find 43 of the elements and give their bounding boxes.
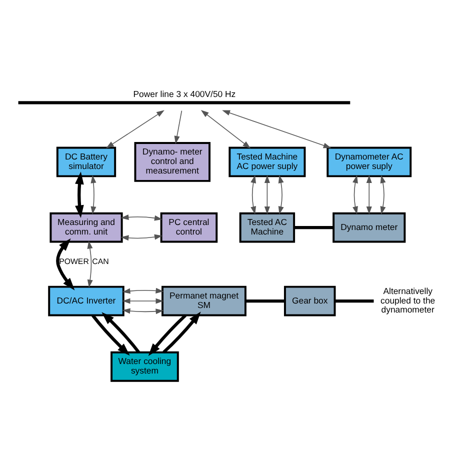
arrow [102,312,140,354]
node-box: Dynamometer AC power suply [326,146,412,178]
node-box: Dynamo- meter control and measurement [134,142,210,182]
edge-label: CAN [92,256,109,266]
arrow [120,234,162,241]
arrow [200,110,251,148]
arrow [106,110,164,148]
arrow [87,240,93,288]
arrow [162,312,201,354]
node-box: Measuring and comm. unit [50,212,123,243]
node-box: Water cooling system [110,351,179,382]
node-box: Permanet magnet SM [162,286,246,316]
node-box: DC Battery simulator [56,146,116,178]
arrow [380,175,386,214]
arrow [264,175,270,214]
node-box: Tested AC Machine [239,212,296,243]
connector [335,299,374,303]
node-box: Tested Machine AC power suply [228,146,306,178]
arrow [222,110,332,148]
node-box: Dynamo meter [332,212,406,243]
arrow [120,214,162,221]
arrow [250,175,256,214]
connector [246,299,285,303]
arrow [91,314,130,356]
arrow [366,175,372,214]
arrow [75,172,84,218]
connector [294,226,334,230]
arrow [278,175,284,214]
arrow [122,308,164,314]
node-box [18,101,350,104]
node-box: PC central control [160,212,218,243]
arrow [56,238,75,290]
node-box: Gear box [284,286,336,316]
arrow [174,110,182,144]
node-label: Power line 3 x 400V/50 Hz [133,89,236,100]
edge-label: POWER [59,256,89,266]
node-box: DC/AC Inverter [48,286,124,316]
arrow [148,314,187,356]
arrow [122,288,164,294]
arrow [352,175,358,214]
arrow [90,175,96,214]
arrow [122,298,164,304]
node-text: Alternativelly coupled to the dynamometer [380,286,436,315]
